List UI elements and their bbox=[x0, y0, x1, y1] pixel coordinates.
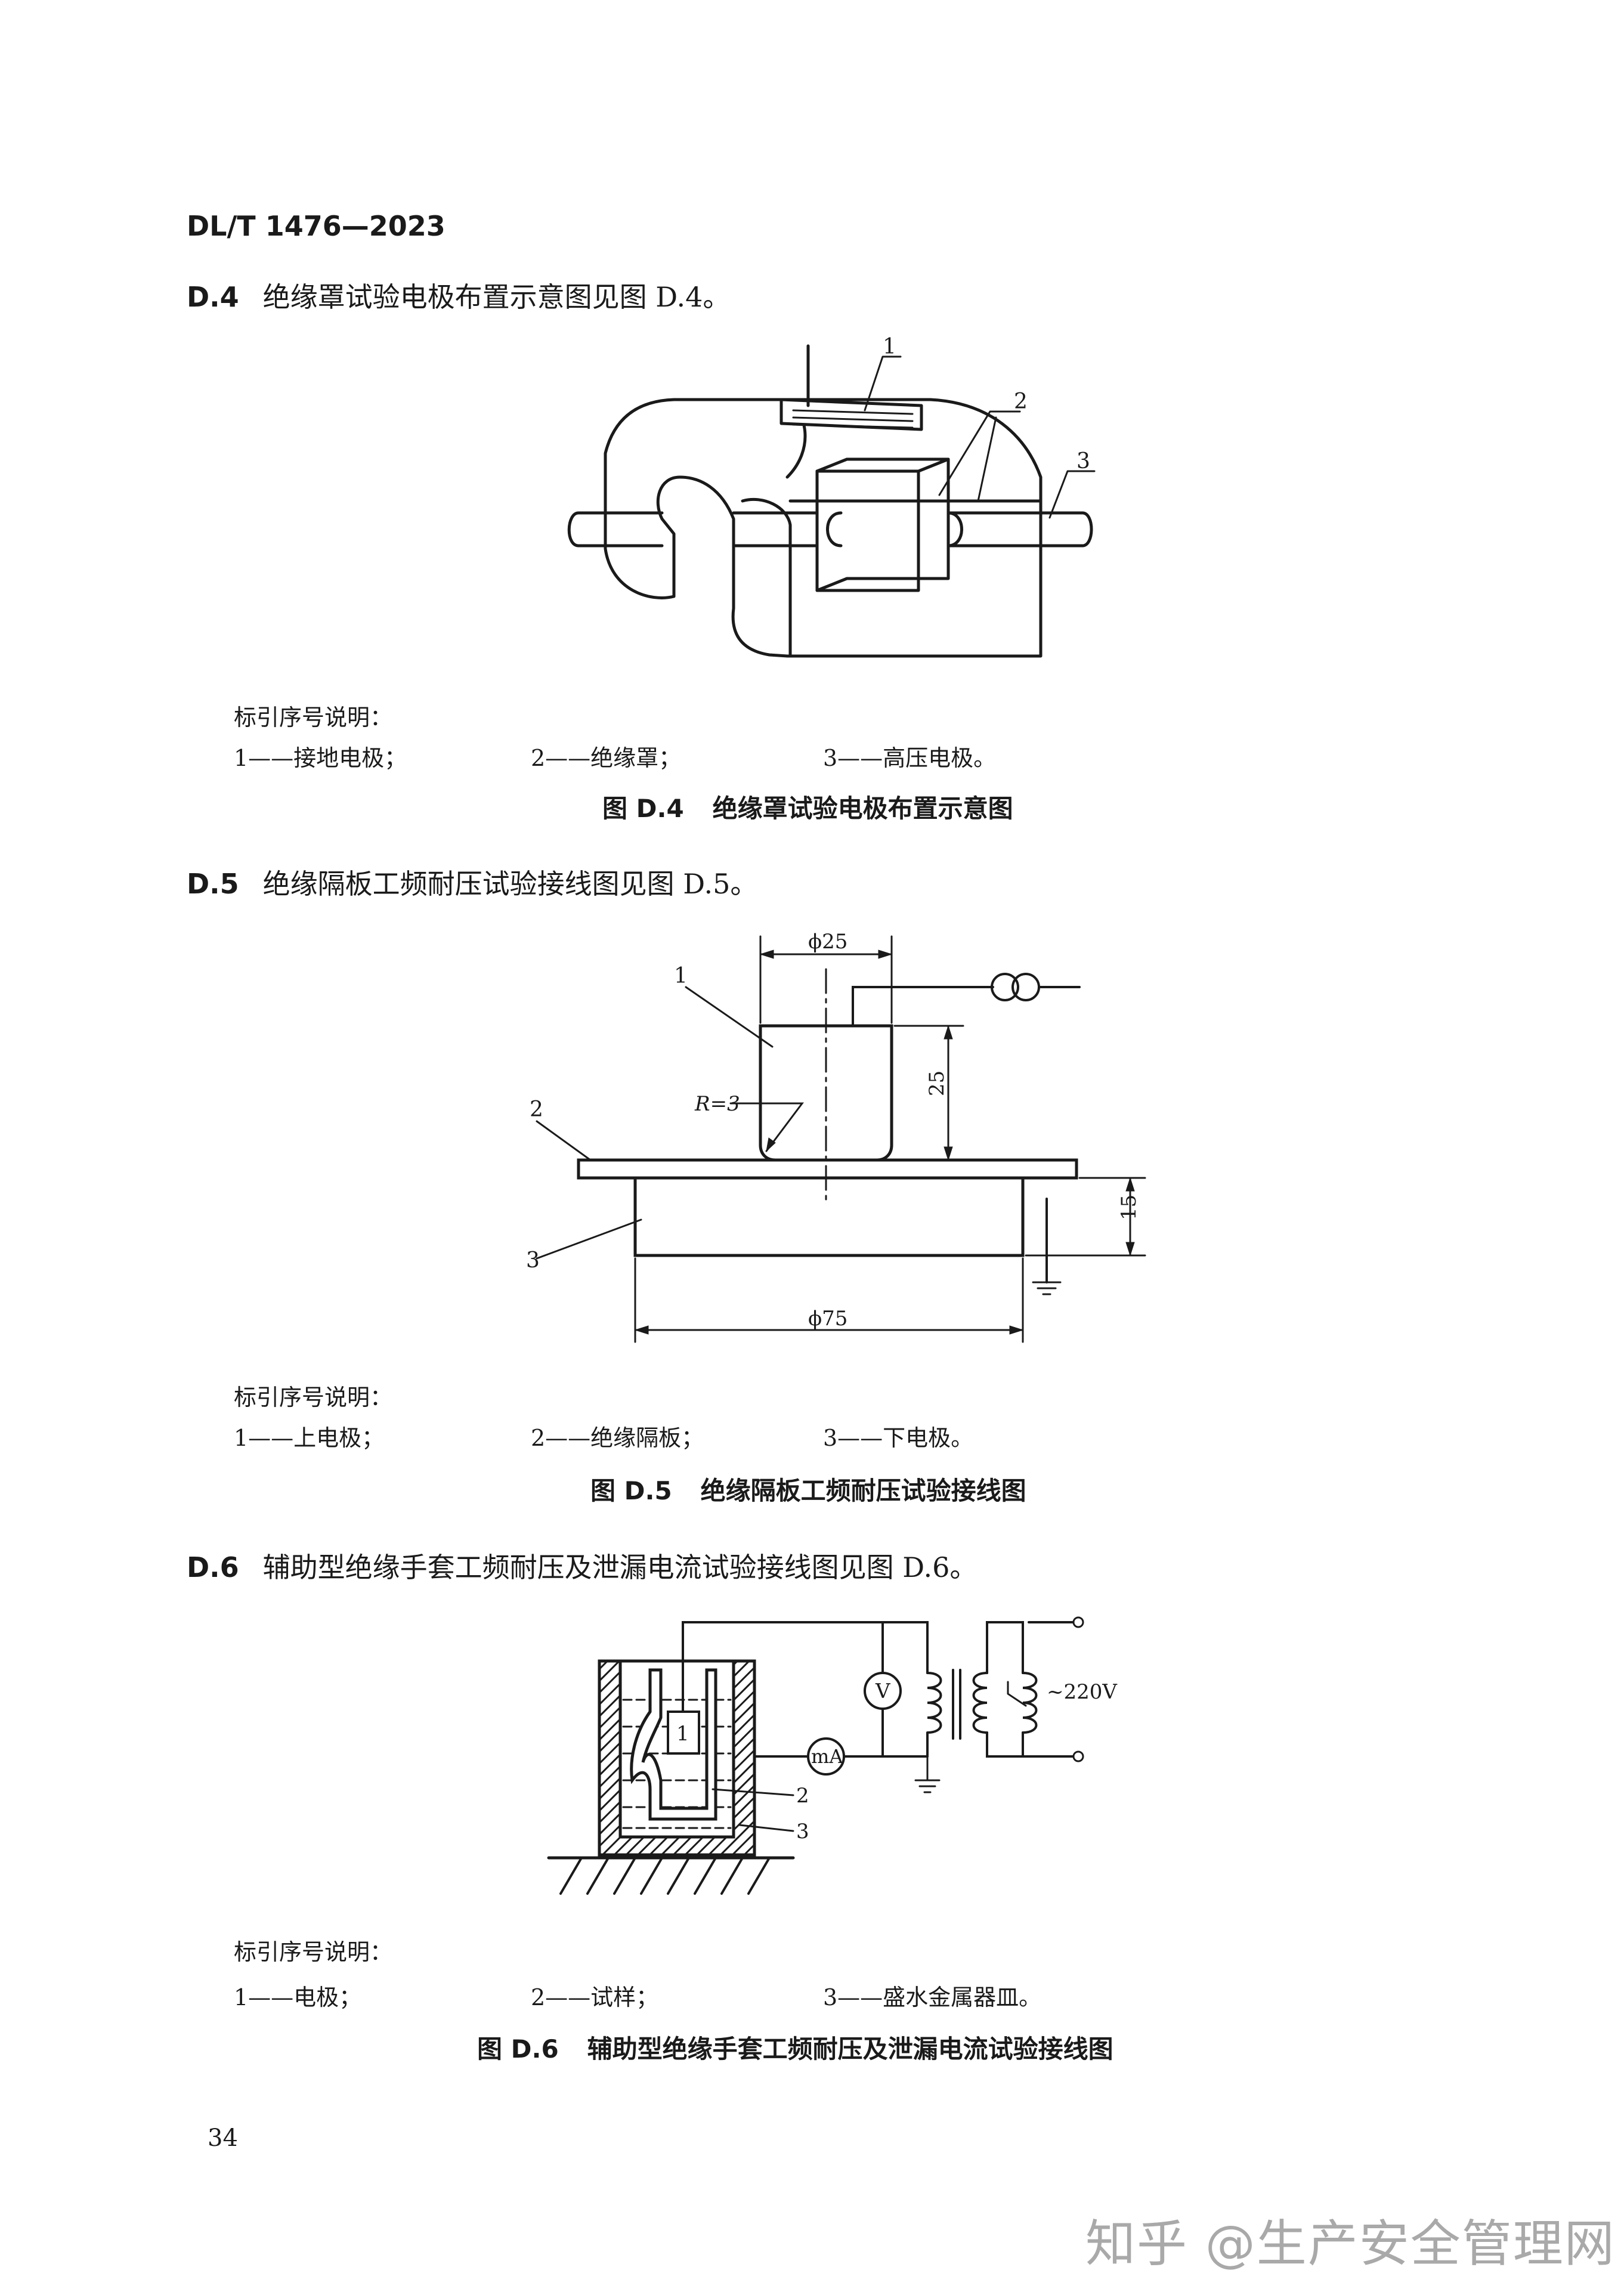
ammeter-label: mA bbox=[811, 1745, 843, 1768]
callout-leader-3 bbox=[1048, 470, 1096, 519]
figure-number: 图 D.4 bbox=[602, 794, 684, 823]
dim-bottom-diameter: ϕ75 bbox=[808, 1307, 847, 1331]
legend-item: 2——绝缘罩； bbox=[531, 745, 682, 771]
callout-leader-3 bbox=[536, 1218, 642, 1260]
legend-item: 3——盛水金属器皿。 bbox=[823, 1984, 1042, 2011]
dim-radius: R=3 bbox=[694, 1092, 740, 1116]
legend-item: 2——绝缘隔板； bbox=[531, 1425, 704, 1451]
figure-caption-d5: 图 D.5 绝缘隔板工频耐压试验接线图 bbox=[590, 1471, 1026, 1507]
voltmeter bbox=[864, 1672, 902, 1710]
ground-electrode bbox=[779, 398, 923, 431]
legend-item: 1——上电极； bbox=[234, 1425, 385, 1451]
dim-thickness: 15 bbox=[1117, 1195, 1141, 1220]
clause-d4: D.4 绝缘罩试验电极布置示意图见图 D.4。 bbox=[187, 276, 730, 315]
figure-title: 辅助型绝缘手套工频耐压及泄漏电流试验接线图 bbox=[587, 2034, 1113, 2064]
legend-title-d5: 标引序号说明： bbox=[234, 1384, 393, 1411]
clause-number: D.6 bbox=[187, 1551, 239, 1583]
supply-label: ~220V bbox=[1047, 1680, 1118, 1704]
callout-2: 2 bbox=[1014, 389, 1028, 414]
callout-leader-2 bbox=[536, 1120, 592, 1161]
page-number: 34 bbox=[208, 2124, 238, 2152]
figure-title: 绝缘隔板工频耐压试验接线图 bbox=[700, 1476, 1026, 1505]
watermark: 知乎 @生产安全管理网 bbox=[1085, 2214, 1616, 2273]
legend-item: 3——下电极。 bbox=[823, 1425, 974, 1451]
clause-d6: D.6 辅助型绝缘手套工频耐压及泄漏电流试验接线图见图 D.6。 bbox=[187, 1546, 977, 1585]
clause-text: 绝缘罩试验电极布置示意图见图 D.4。 bbox=[262, 281, 731, 313]
figure-caption-d6: 图 D.6 辅助型绝缘手套工频耐压及泄漏电流试验接线图 bbox=[477, 2029, 1113, 2065]
callout-3: 3 bbox=[526, 1248, 540, 1273]
glove-sample bbox=[630, 1668, 717, 1821]
lower-electrode bbox=[633, 1176, 1025, 1257]
insulating-cover-outline bbox=[604, 398, 1043, 658]
voltmeter-label: V bbox=[875, 1680, 891, 1703]
callout-3: 3 bbox=[796, 1820, 809, 1844]
figure-number: 图 D.6 bbox=[477, 2034, 559, 2064]
callout-leader-2b bbox=[977, 416, 997, 502]
clause-text: 绝缘隔板工频耐压试验接线图见图 D.5。 bbox=[262, 868, 758, 900]
clause-d5: D.5 绝缘隔板工频耐压试验接线图见图 D.5。 bbox=[187, 862, 757, 902]
legend-title-d4: 标引序号说明： bbox=[234, 704, 393, 731]
callout-leader-1 bbox=[864, 355, 902, 412]
dim-height: 25 bbox=[925, 1071, 949, 1096]
callout-2: 2 bbox=[796, 1784, 809, 1808]
metal-container bbox=[598, 1659, 756, 1857]
legend-item: 3——高压电极。 bbox=[823, 745, 997, 771]
callout-leader-2a bbox=[938, 410, 1021, 496]
standard-number: DL/T 1476—2023 bbox=[187, 210, 446, 242]
dim-top-diameter: ϕ25 bbox=[808, 930, 847, 954]
callout-leader-1 bbox=[685, 986, 774, 1048]
legend-item: 1——电极； bbox=[234, 1984, 362, 2011]
callout-1: 1 bbox=[674, 964, 688, 988]
figure-caption-d4: 图 D.4 绝缘罩试验电极布置示意图 bbox=[602, 788, 1013, 825]
clause-text: 辅助型绝缘手套工频耐压及泄漏电流试验接线图见图 D.6。 bbox=[262, 1551, 978, 1583]
callout-1: 1 bbox=[883, 335, 896, 359]
clause-number: D.5 bbox=[187, 868, 239, 900]
clause-number: D.4 bbox=[187, 281, 239, 313]
callout-1: 1 bbox=[676, 1722, 689, 1746]
legend-item: 1——接地电极； bbox=[234, 745, 407, 771]
callout-2: 2 bbox=[530, 1097, 543, 1122]
legend-title-d6: 标引序号说明： bbox=[234, 1939, 393, 1965]
figure-number: 图 D.5 bbox=[590, 1476, 672, 1505]
figure-title: 绝缘罩试验电极布置示意图 bbox=[712, 794, 1013, 823]
hv-rod bbox=[567, 511, 664, 548]
callout-3: 3 bbox=[1077, 449, 1090, 474]
legend-item: 2——试样； bbox=[531, 1984, 659, 2011]
ammeter bbox=[807, 1737, 845, 1776]
